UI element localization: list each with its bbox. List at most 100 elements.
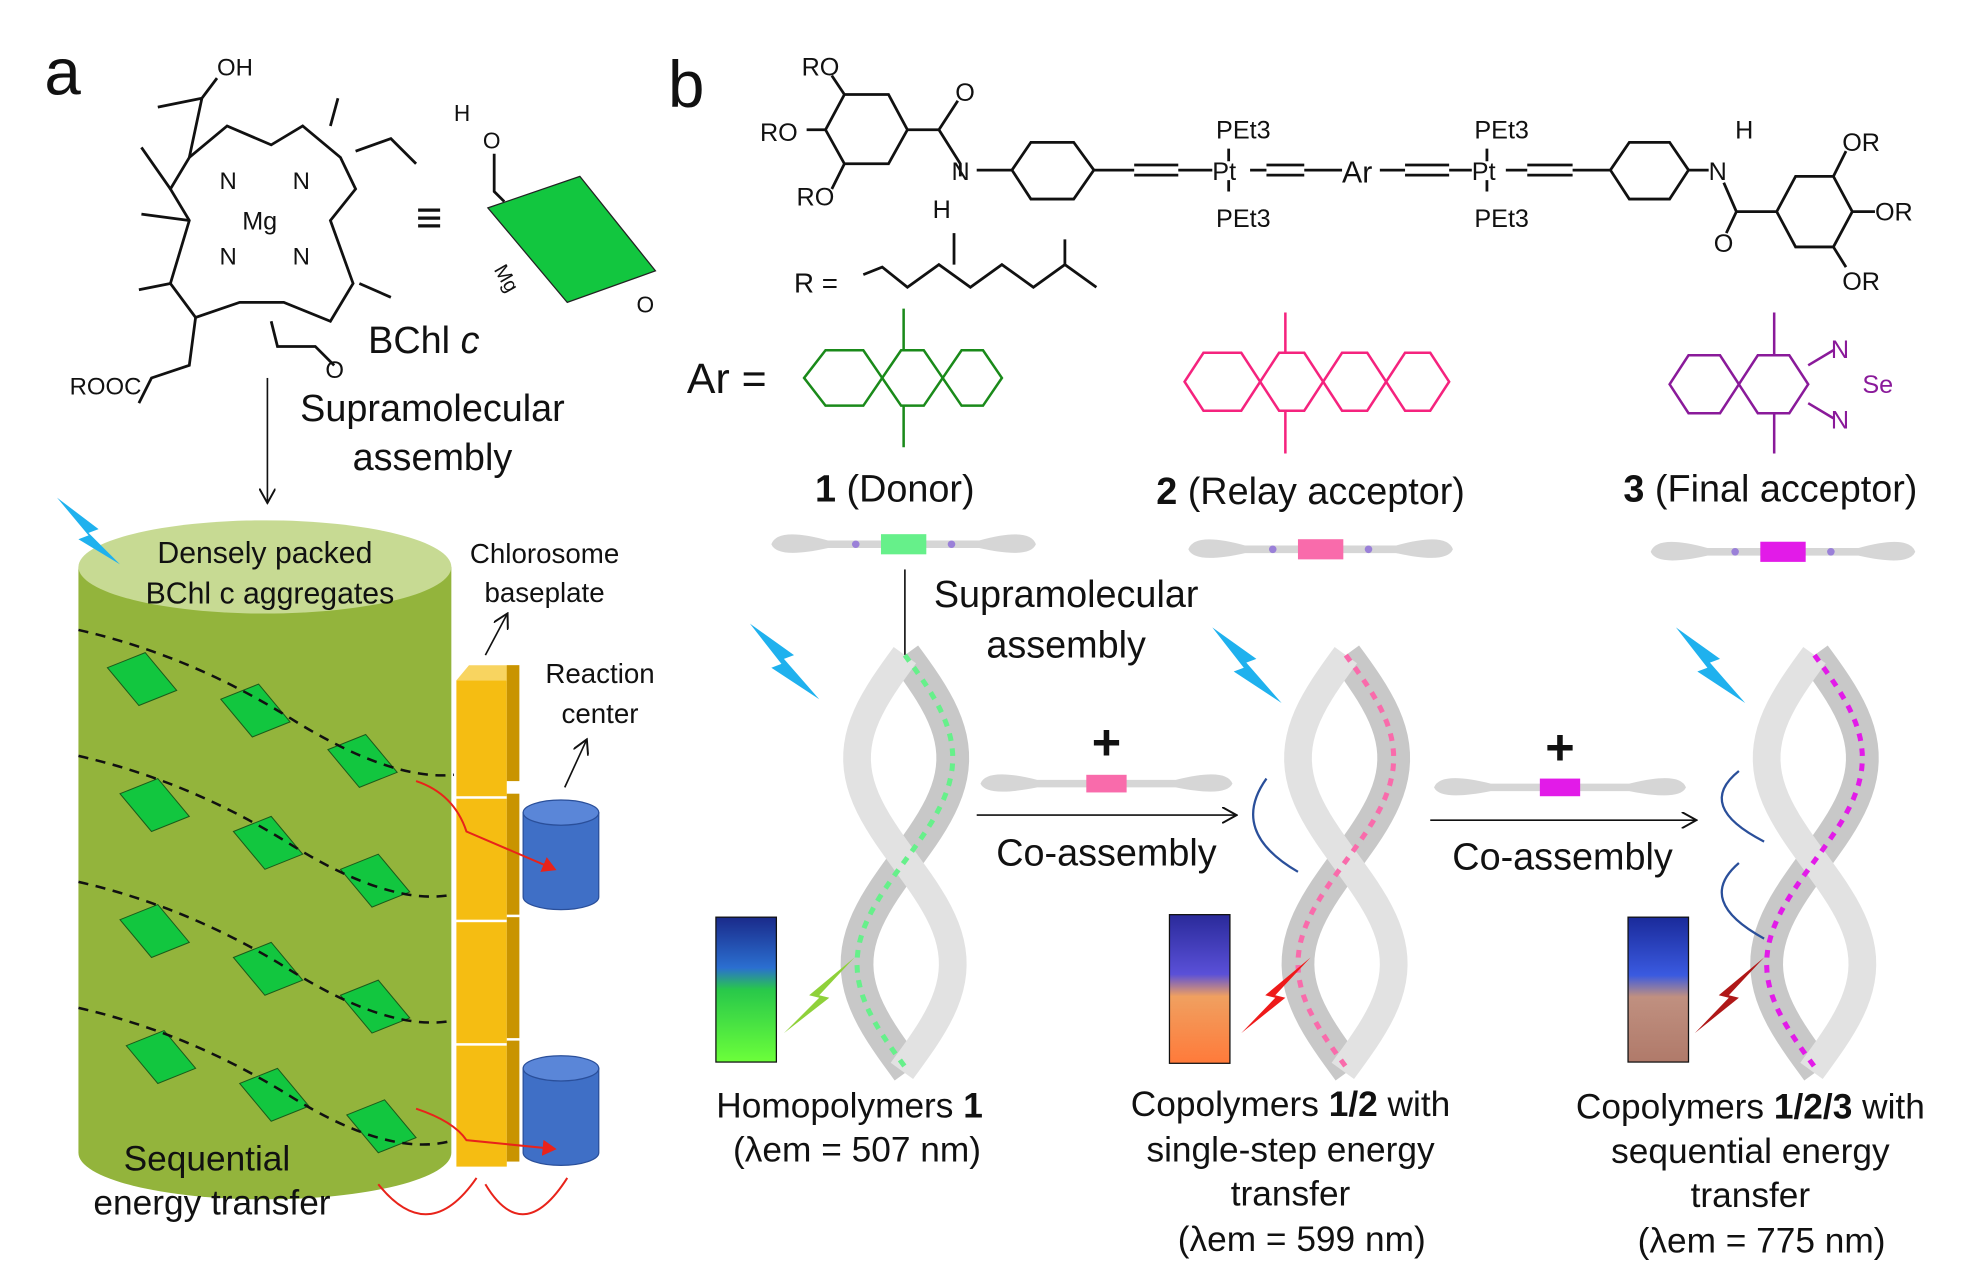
emission-wavelength-3: (λem = 775 nm) bbox=[1638, 1221, 1886, 1260]
lightning-icon bbox=[57, 497, 121, 565]
svg-text:H: H bbox=[933, 196, 951, 224]
bchl-tile bbox=[339, 853, 411, 908]
helix bbox=[840, 645, 970, 1081]
svg-text:N: N bbox=[220, 244, 237, 271]
svg-text:N: N bbox=[220, 168, 237, 195]
svg-text:OR: OR bbox=[1842, 268, 1880, 296]
svg-text:PEt3: PEt3 bbox=[1216, 205, 1271, 233]
monomer-core bbox=[1086, 774, 1127, 793]
helix-core bbox=[1295, 653, 1397, 1073]
bchl-tile bbox=[339, 979, 411, 1034]
monomer-bead bbox=[1827, 548, 1835, 556]
bchl-tile bbox=[232, 941, 304, 996]
monomer-2-label: 2 (Relay acceptor) bbox=[1156, 471, 1465, 513]
monomer-core bbox=[1297, 539, 1344, 560]
anthracene-structure bbox=[802, 308, 1004, 448]
monomer-core bbox=[880, 534, 927, 555]
n-atom: N bbox=[1831, 406, 1849, 434]
bchl-tile bbox=[345, 1099, 417, 1154]
svg-text:Mg: Mg bbox=[242, 207, 277, 235]
coassembly-monomer bbox=[980, 774, 1233, 793]
monomer-bead bbox=[1731, 548, 1739, 556]
helical-polymers bbox=[840, 645, 1879, 1081]
coassembly-label-2: Co-assembly bbox=[1452, 836, 1673, 878]
monomer-core bbox=[1539, 778, 1581, 797]
energy-transfer-arrows bbox=[377, 780, 569, 1216]
svg-text:PEt3: PEt3 bbox=[1474, 117, 1529, 145]
svg-text:R =: R = bbox=[794, 267, 838, 298]
svg-text:RO: RO bbox=[760, 119, 798, 147]
coassembly-label-1: Co-assembly bbox=[996, 833, 1217, 875]
bchl-tile bbox=[119, 777, 191, 833]
panel-b-label: b bbox=[668, 48, 704, 121]
svg-text:H: H bbox=[1735, 117, 1753, 145]
svg-text:Pt: Pt bbox=[1472, 158, 1496, 186]
monomer-bead bbox=[1268, 545, 1277, 554]
plus-sign-2: + bbox=[1545, 719, 1574, 776]
svg-text:OR: OR bbox=[1842, 129, 1880, 157]
plus-sign-1: + bbox=[1092, 714, 1121, 771]
polymer-monomer-formula: RO RO RO O N H PEt3 PEt3 Pt Ar PEt3 PEt3… bbox=[760, 54, 1913, 299]
caption-copolymers-12: Copolymers 1/2 with single-step energy t… bbox=[1131, 1085, 1460, 1259]
svg-text:Mg: Mg bbox=[489, 261, 522, 296]
monomer-core bbox=[1760, 541, 1806, 562]
bchl-tile bbox=[106, 651, 178, 707]
svg-text:O: O bbox=[637, 291, 655, 317]
transfer-curved-arrows bbox=[1252, 770, 1765, 940]
svg-text:PEt3: PEt3 bbox=[1216, 117, 1271, 145]
naphthoselenadiazole-structure bbox=[1668, 312, 1835, 454]
ar-equals-label: Ar = bbox=[687, 355, 767, 403]
svg-text:OR: OR bbox=[1875, 198, 1913, 226]
coassembly-monomer bbox=[1434, 778, 1686, 797]
svg-text:ROOC: ROOC bbox=[70, 373, 142, 400]
se-atom: Se bbox=[1862, 371, 1893, 399]
monomer-bead bbox=[851, 540, 860, 549]
bchl-tile bbox=[219, 683, 291, 738]
bchl-c-label: BChl c bbox=[368, 320, 479, 362]
helix bbox=[1281, 645, 1411, 1081]
svg-text:OH: OH bbox=[217, 55, 253, 82]
n-atom: N bbox=[1831, 336, 1849, 364]
monomer-1-label: 1 (Donor) bbox=[815, 468, 975, 510]
svg-text:O: O bbox=[483, 128, 501, 154]
helix-core bbox=[1764, 653, 1865, 1073]
monomer-bead bbox=[1364, 545, 1373, 554]
svg-text:PEt3: PEt3 bbox=[1474, 205, 1529, 233]
svg-text:Ar: Ar bbox=[1342, 157, 1372, 190]
helix bbox=[1750, 645, 1879, 1081]
svg-text:O: O bbox=[325, 357, 344, 384]
svg-text:N: N bbox=[293, 168, 310, 195]
svg-text:O: O bbox=[955, 79, 975, 107]
svg-text:Pt: Pt bbox=[1212, 158, 1236, 186]
helix-core bbox=[854, 653, 956, 1073]
bchl-tile bbox=[232, 815, 304, 870]
tetracene-structure bbox=[1183, 312, 1451, 454]
emission-wavelength-1: (λem = 507 nm) bbox=[733, 1131, 981, 1170]
equivalence-sign: ≡ bbox=[416, 192, 442, 243]
svg-text:RO: RO bbox=[797, 183, 835, 211]
bchl-tile-schematic: H O O Mg bbox=[454, 100, 657, 317]
bchl-tile bbox=[119, 903, 191, 959]
svg-text:N: N bbox=[293, 244, 310, 271]
lightning-icons bbox=[749, 623, 1765, 1034]
monomer-model bbox=[1188, 539, 1453, 560]
caption-homopolymers: Homopolymers 1 (λem = 507 nm) bbox=[716, 1086, 992, 1169]
baseplate-blocks bbox=[456, 665, 520, 1167]
monomer-model bbox=[1650, 541, 1916, 562]
emission-vials bbox=[715, 914, 1690, 1064]
svg-text:N: N bbox=[1709, 158, 1727, 186]
emission-wavelength-2: (λem = 599 nm) bbox=[1178, 1220, 1426, 1259]
svg-text:O: O bbox=[1714, 230, 1734, 258]
reaction-center-cylinders bbox=[522, 799, 600, 1166]
svg-text:RO: RO bbox=[802, 54, 840, 82]
svg-text:N: N bbox=[952, 158, 970, 186]
chlorosome-cylinder bbox=[78, 520, 455, 1200]
bchl-tile bbox=[327, 733, 399, 789]
